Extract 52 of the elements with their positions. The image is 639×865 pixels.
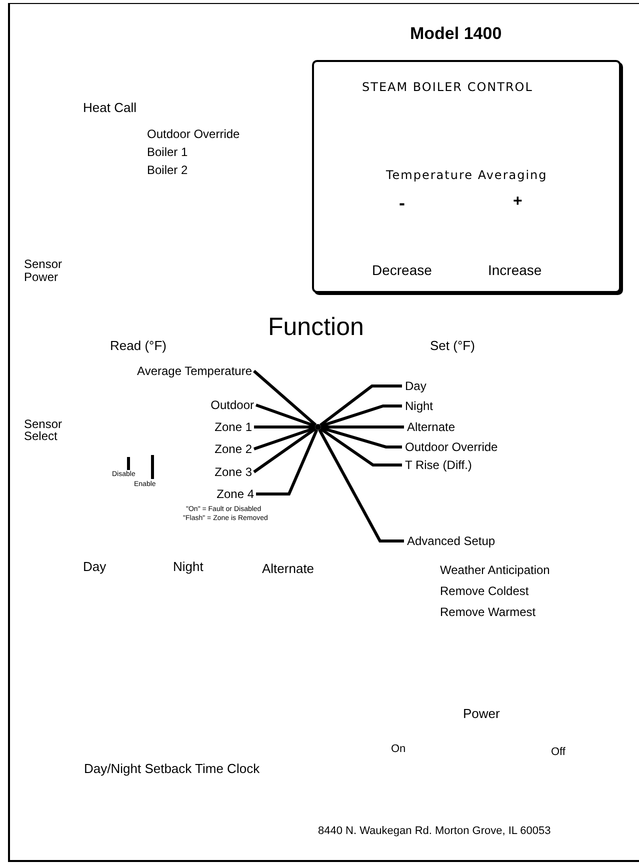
panel-label: Function	[268, 314, 364, 341]
function-option: Day	[405, 379, 426, 393]
panel-label: Read (°F)	[110, 338, 166, 353]
panel-text: STEAM BOILER CONTROL	[362, 80, 533, 94]
panel-label: Weather Anticipation	[440, 563, 550, 577]
selector-line	[321, 426, 404, 428]
selector-line	[320, 426, 402, 448]
function-option: Zone 1	[214, 420, 252, 434]
panel-label: Sensor Power	[24, 258, 64, 284]
selector-line	[320, 404, 402, 428]
function-option: Night	[405, 399, 434, 413]
panel-label: Remove Warmest	[440, 605, 536, 619]
function-option: Zone 3	[214, 465, 252, 479]
display-panel	[312, 60, 621, 293]
selector-line	[318, 428, 404, 542]
panel-label: Set (°F)	[430, 338, 475, 353]
function-option: Zone 4	[216, 487, 254, 501]
panel-label: Remove Coldest	[440, 584, 529, 598]
model-title: Model 1400	[410, 24, 502, 44]
panel-text: Increase	[488, 262, 542, 278]
function-option: Zone 2	[214, 442, 252, 456]
panel-label: On	[391, 743, 406, 756]
function-option: Outdoor Override	[405, 440, 498, 454]
panel-text: Temperature Averaging	[386, 168, 548, 182]
panel-label: 8440 N. Waukegan Rd. Morton Grove, IL 60053	[318, 825, 551, 838]
sign-symbol: -	[399, 193, 405, 214]
panel-label: Sensor Select	[24, 418, 64, 442]
function-option: Advanced Setup	[407, 534, 496, 548]
function-option: Average Temperature	[137, 364, 252, 378]
panel-label: Day	[83, 559, 106, 574]
selector-line	[256, 404, 316, 428]
selector-line	[254, 426, 316, 450]
panel-text: Decrease	[372, 262, 432, 278]
panel-label: Off	[551, 746, 566, 759]
panel-label: Outdoor Override	[147, 127, 240, 141]
selector-line	[320, 384, 402, 426]
panel-label: Heat Call	[83, 100, 136, 115]
panel-label: Power	[463, 706, 500, 721]
panel-label: Boiler 1	[147, 145, 188, 159]
function-option: T Rise (Diff.)	[405, 458, 472, 472]
function-option: Outdoor	[210, 398, 254, 412]
sign-symbol: +	[513, 193, 522, 211]
selector-line	[253, 370, 317, 426]
panel-label: Alternate	[262, 561, 314, 576]
selector-line	[254, 426, 315, 428]
selector-line	[256, 429, 318, 496]
function-option: Alternate	[407, 420, 456, 434]
panel-label: Boiler 2	[147, 163, 188, 177]
panel-label: Night	[173, 559, 204, 574]
selector-line	[253, 427, 316, 474]
panel-label: Day/Night Setback Time Clock	[84, 761, 260, 776]
selector-line	[320, 427, 402, 466]
